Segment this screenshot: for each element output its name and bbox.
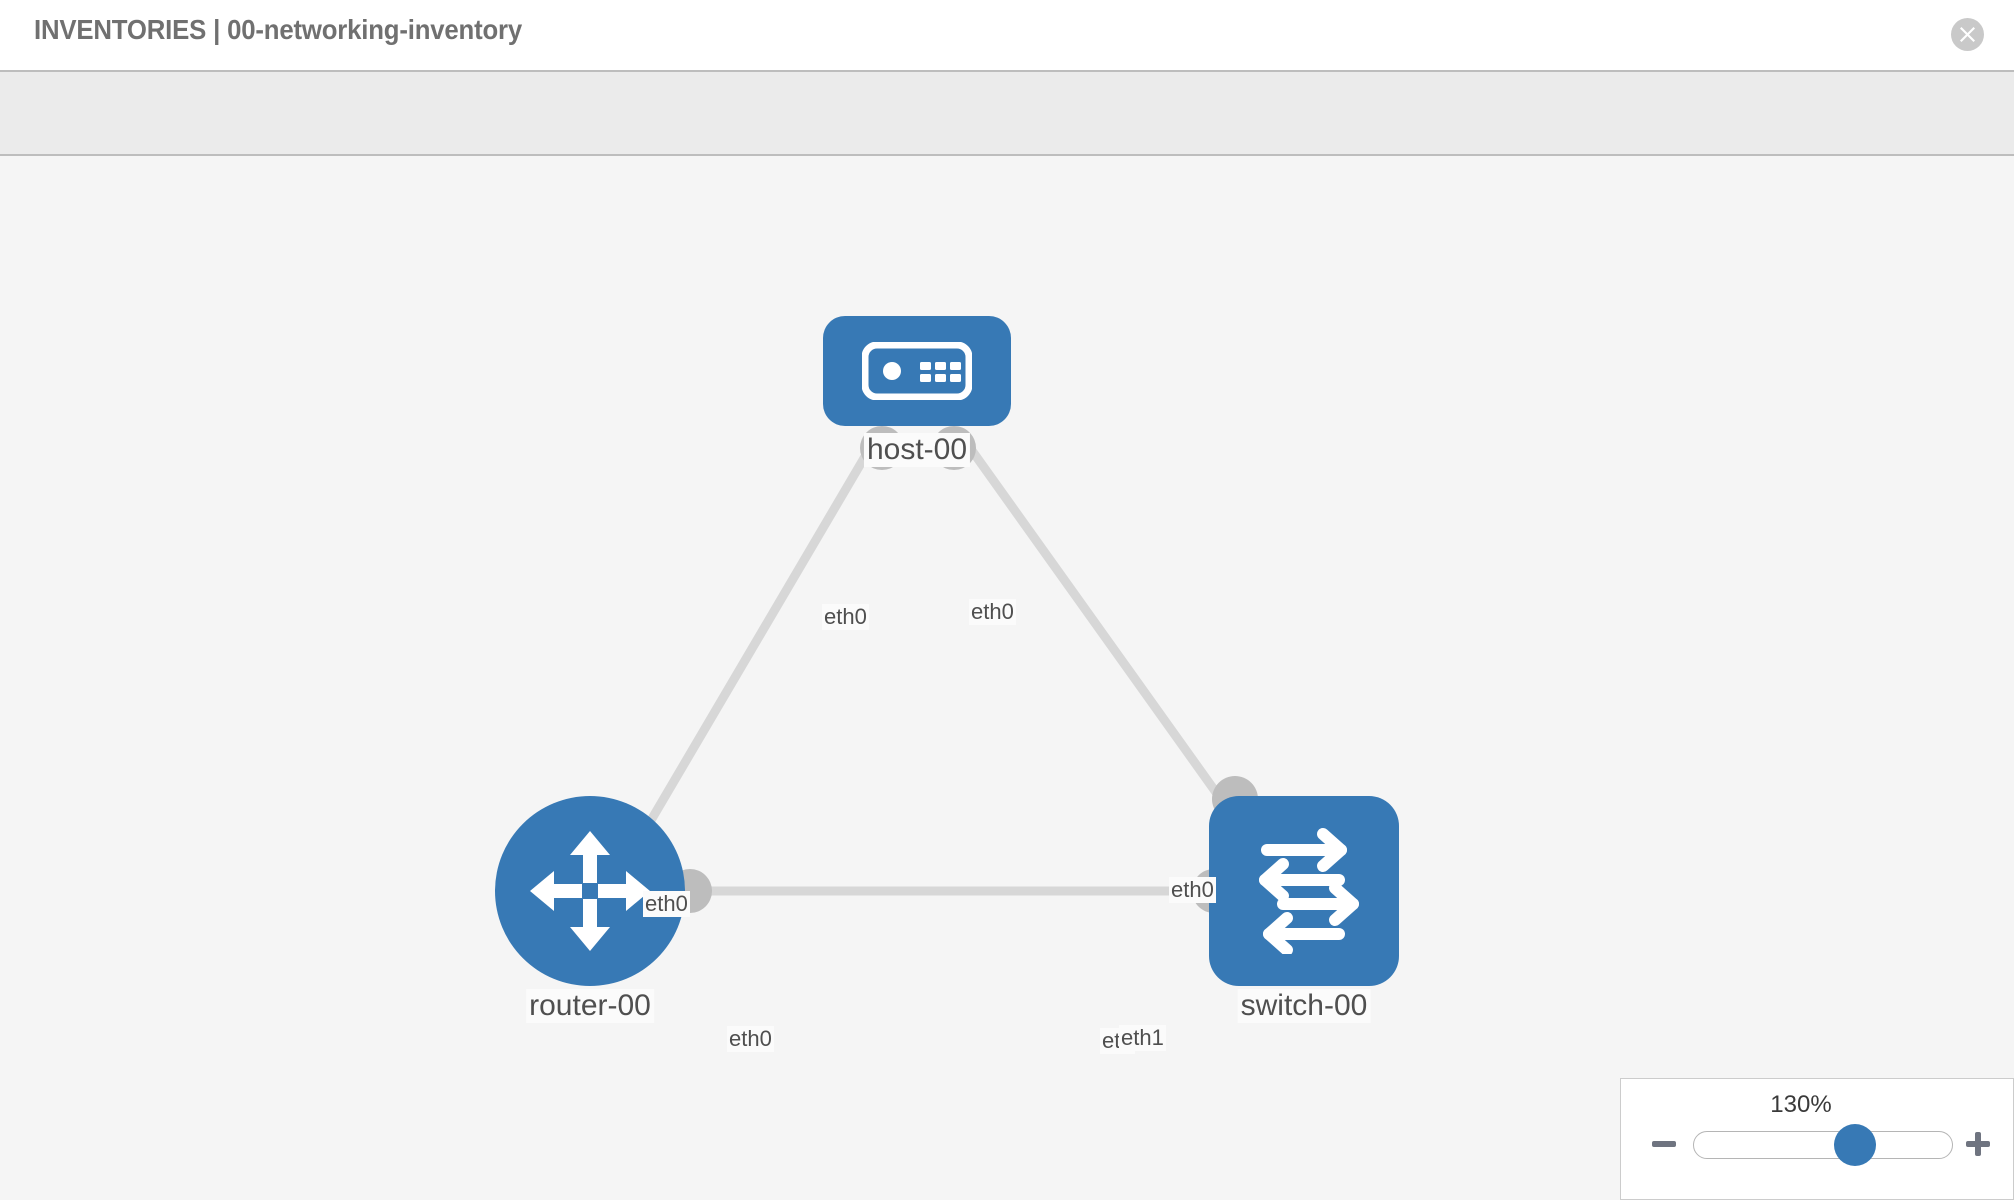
iface-label-router-right: eth0 xyxy=(727,1026,774,1052)
node-label-switch-00: switch-00 xyxy=(1237,989,1371,1023)
topology-edges xyxy=(625,426,1245,896)
zoom-level-value: 130% xyxy=(1770,1091,1832,1118)
server-device-icon xyxy=(862,342,972,400)
host-node-shape[interactable] xyxy=(823,316,1011,426)
zoom-slider-thumb[interactable] xyxy=(1834,1124,1876,1166)
iface-label-switch-up: eth0 xyxy=(1169,877,1216,903)
edge-host-router xyxy=(625,426,885,861)
iface-label-switch-left-b: eth1 xyxy=(1119,1025,1166,1051)
page-title: INVENTORIES | 00-networking-inventory xyxy=(34,14,523,45)
iface-label-host-right: eth0 xyxy=(969,599,1016,625)
zoom-in-button[interactable] xyxy=(1963,1129,1993,1164)
iface-label-router-up: eth0 xyxy=(643,891,690,917)
node-label-host-00: host-00 xyxy=(863,433,971,467)
edge-host-switch xyxy=(953,426,1245,831)
topology-canvas[interactable]: host-00 router-00 xyxy=(0,156,2014,1200)
zoom-control-panel: 130% xyxy=(1620,1078,2014,1200)
toolbar: ACTIONS SEARCH xyxy=(0,70,2014,209)
iface-label-host-left: eth0 xyxy=(822,604,869,630)
node-label-router-00: router-00 xyxy=(526,989,654,1023)
switch-node-shape[interactable] xyxy=(1209,796,1399,986)
four-arrows-icon xyxy=(530,831,650,951)
bidirectional-arrows-icon xyxy=(1259,828,1359,954)
page-header: INVENTORIES | 00-networking-inventory xyxy=(0,0,2014,70)
zoom-slider-track[interactable] xyxy=(1693,1124,1953,1166)
zoom-out-button[interactable] xyxy=(1649,1129,1679,1164)
close-icon[interactable] xyxy=(1951,18,1984,51)
